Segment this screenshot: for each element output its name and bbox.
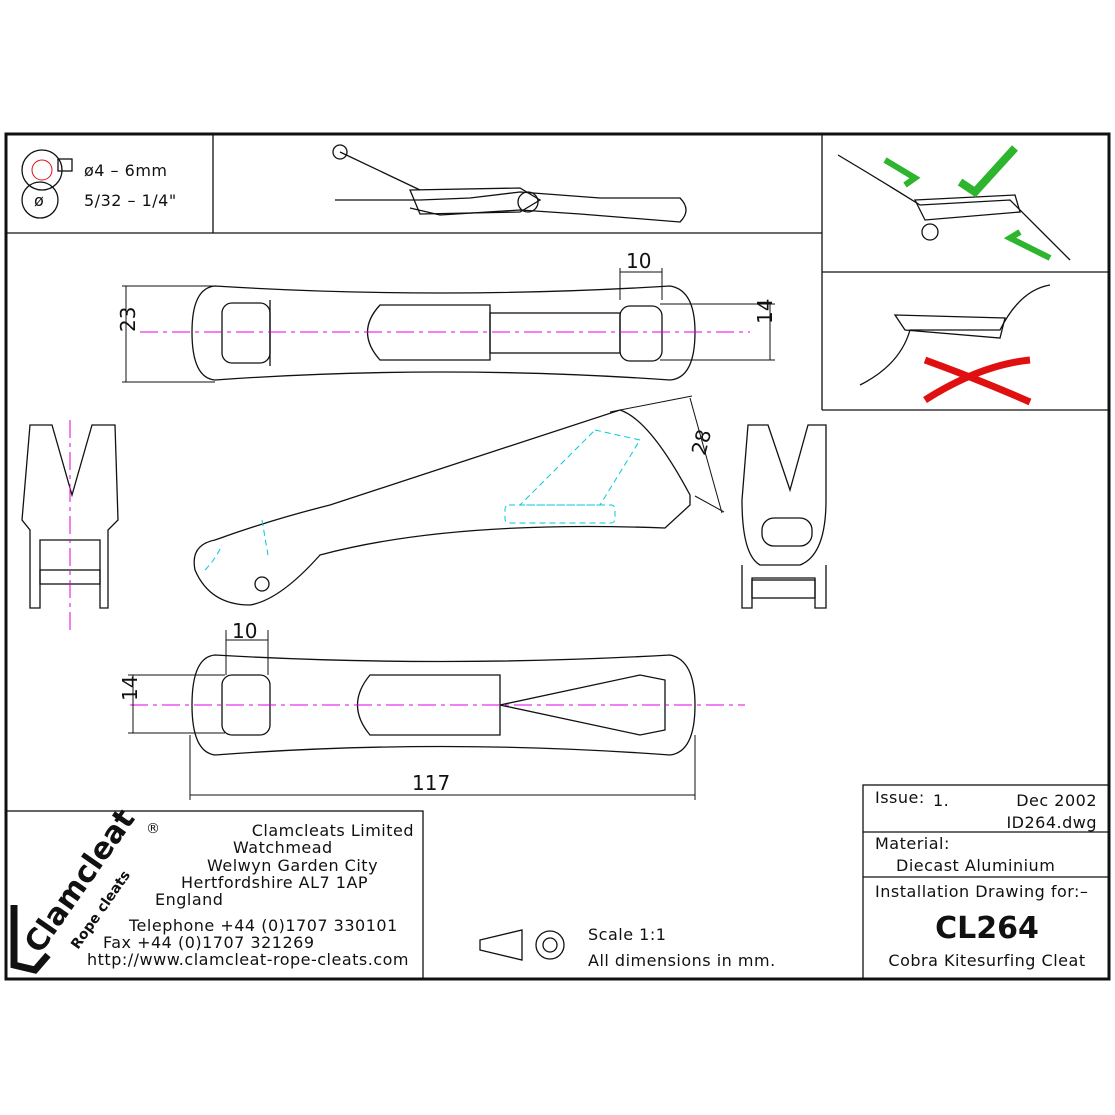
drawing-frame	[4, 132, 1111, 981]
dim-top-height: 23	[116, 307, 140, 332]
rope-diameter-mm: ø4 – 6mm	[84, 161, 168, 180]
company-address-3: Hertfordshire AL7 1AP	[181, 873, 368, 892]
dim-bottom-slot-height: 14	[118, 676, 142, 701]
left-end-view	[21, 420, 119, 630]
units-note: All dimensions in mm.	[588, 951, 776, 970]
issue-number: 1.	[933, 791, 949, 810]
material-value: Diecast Aluminium	[896, 856, 1055, 875]
right-end-view	[741, 424, 827, 609]
dim-overall-length: 117	[412, 771, 450, 795]
rope-icon	[21, 149, 73, 219]
company-telephone: Telephone +44 (0)1707 330101	[128, 916, 398, 935]
company-address-1: Watchmead	[233, 838, 333, 857]
dim-top-slot-height: 14	[753, 299, 777, 324]
part-name: Cobra Kitesurfing Cleat	[888, 951, 1085, 970]
cross-icon	[923, 356, 1032, 406]
issue-date: Dec 2002	[1016, 791, 1097, 810]
bottom-view	[128, 630, 745, 800]
correct-installation-sketch	[837, 145, 1071, 261]
issue-label: Issue:	[875, 788, 925, 807]
drawing-for-label: Installation Drawing for:–	[875, 882, 1088, 901]
company-box	[5, 810, 424, 980]
dim-bottom-slot-width: 10	[232, 619, 257, 643]
rigging-sketch	[332, 144, 687, 223]
part-number: CL264	[935, 911, 1039, 946]
company-name: Clamcleats Limited	[252, 821, 414, 840]
company-address-2: Welwyn Garden City	[207, 856, 378, 875]
registered-mark: ®	[146, 821, 160, 837]
dim-side-height: 28	[686, 427, 716, 458]
diameter-symbol: ø	[34, 191, 44, 210]
scale-label: Scale 1:1	[588, 925, 666, 944]
file-name: ID264.dwg	[1006, 813, 1097, 832]
company-country: England	[155, 890, 223, 909]
title-block	[862, 784, 1110, 980]
company-url[interactable]: http://www.clamcleat-rope-cleats.com	[87, 950, 409, 969]
projection-symbol	[479, 929, 565, 961]
rope-diameter-in: 5/32 – 1/4"	[84, 191, 177, 210]
material-label: Material:	[875, 834, 950, 853]
dim-top-slot-width: 10	[626, 249, 651, 273]
side-view	[193, 395, 725, 606]
wrong-installation-sketch	[859, 284, 1051, 406]
check-icon	[957, 145, 1018, 198]
top-view	[122, 268, 775, 383]
company-fax: Fax +44 (0)1707 321269	[103, 933, 315, 952]
